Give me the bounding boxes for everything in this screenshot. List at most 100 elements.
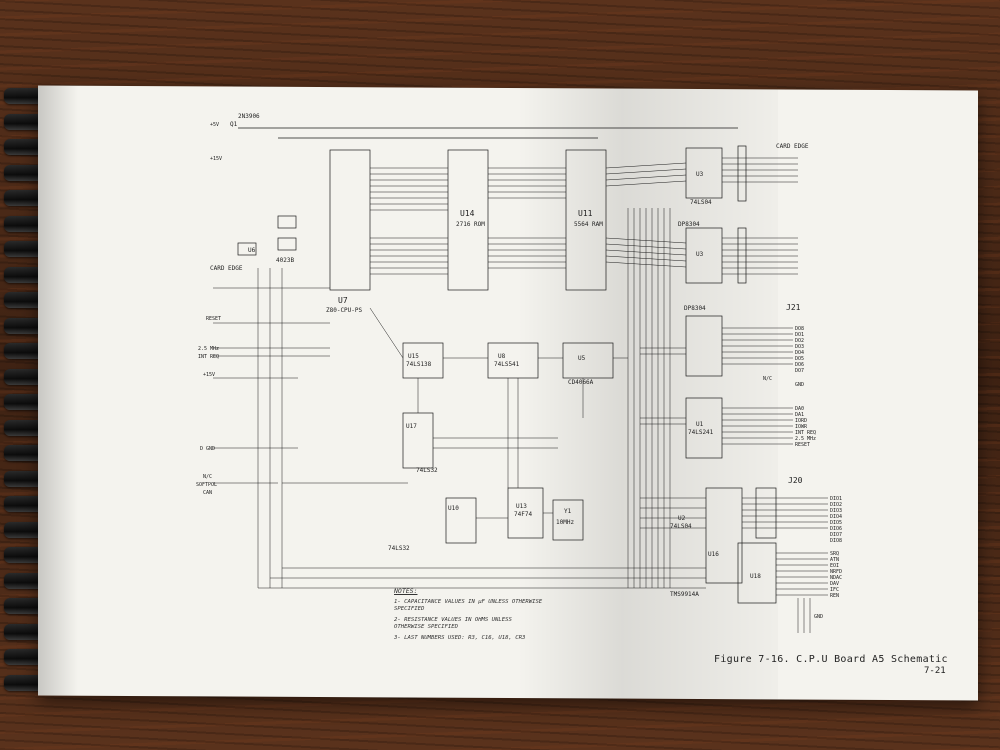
j20-lower-pin: ATN bbox=[830, 557, 839, 563]
j20-lower-pin: GND bbox=[814, 614, 823, 620]
rom-ref-label: U14 bbox=[460, 209, 475, 218]
u13-part-label: 74F74 bbox=[514, 511, 532, 518]
j20-pin: DIO5 bbox=[830, 520, 842, 526]
spiral-ring bbox=[4, 674, 48, 691]
u2-part-label: 74LS04 bbox=[670, 523, 692, 530]
notes-title: NOTES: bbox=[394, 587, 418, 595]
page-number: 7-21 bbox=[924, 666, 946, 676]
spiral-ring bbox=[4, 292, 48, 308]
j21-lower-pin: IOWR bbox=[795, 424, 808, 430]
cpu-u7-body bbox=[329, 149, 371, 291]
y1-ref-label: Y1 bbox=[564, 508, 572, 515]
spiral-ring bbox=[4, 317, 48, 334]
y1-part-label: 10MHz bbox=[556, 519, 574, 526]
spiral-ring bbox=[4, 343, 48, 359]
note-item: 2- RESISTANCE VALUES IN OHMS UNLESS OTHE… bbox=[394, 617, 512, 630]
u5-ref-label: U5 bbox=[578, 355, 586, 362]
spiral-ring bbox=[4, 190, 48, 206]
sig-left-7: N/C bbox=[203, 474, 212, 480]
spiral-ring bbox=[4, 496, 48, 512]
j20-lower-pin: IFC bbox=[830, 587, 839, 593]
u3a-ref-label: U3 bbox=[696, 171, 704, 178]
u10-ref-label: U10 bbox=[448, 505, 459, 512]
j20-label: J20 bbox=[788, 476, 803, 485]
q1-ref-label: Q1 bbox=[230, 121, 238, 128]
sig-left-3: 2.5 MHz bbox=[198, 346, 219, 352]
j21-lower-pin: INT REQ bbox=[795, 430, 816, 436]
u16-ref-label: U16 bbox=[708, 551, 719, 558]
u3b-ref-label: U3 bbox=[696, 251, 704, 258]
u6-ref-label: U6 bbox=[248, 247, 256, 254]
j20-pin: DIO1 bbox=[830, 496, 842, 502]
j21-pin: GND bbox=[795, 382, 804, 388]
spiral-ring bbox=[4, 521, 48, 538]
card-edge-right-label: CARD EDGE bbox=[776, 143, 809, 150]
rom-u14-body bbox=[447, 149, 489, 291]
spiral-ring bbox=[4, 598, 48, 614]
ram-part-label: 5564 RAM bbox=[574, 221, 603, 228]
j21-pin: DO4 bbox=[795, 350, 804, 356]
spiral-ring bbox=[4, 623, 48, 640]
u15-ref-label: U15 bbox=[408, 353, 419, 360]
j21-pin: N/C bbox=[763, 376, 772, 382]
ram-u11-body bbox=[565, 149, 607, 291]
u18-ref-label: U18 bbox=[750, 573, 761, 580]
spiral-ring bbox=[4, 139, 48, 155]
u1-ref-label: U1 bbox=[696, 421, 704, 428]
j20-lower-pin: EOI bbox=[830, 563, 839, 569]
figure-caption: Figure 7-16. C.P.U Board A5 Schematic bbox=[714, 654, 948, 665]
spiral-ring bbox=[4, 649, 48, 665]
sig-left-6: D GND bbox=[200, 446, 215, 452]
j20-lower-pin: NRFD bbox=[830, 569, 842, 575]
j21-lower-pin: 2.5 MHz bbox=[795, 436, 816, 442]
u1-part-label: 74LS241 bbox=[688, 429, 714, 436]
u10-part-label: 74LS32 bbox=[388, 545, 410, 552]
spiral-ring bbox=[4, 88, 48, 104]
cpu-ref-label: U7 bbox=[338, 296, 348, 305]
u3a-part-label: 74LS04 bbox=[690, 199, 712, 206]
sig-left-9: CAN bbox=[203, 490, 212, 496]
u5-part-label: CD4066A bbox=[568, 379, 594, 386]
spiral-ring bbox=[4, 547, 48, 563]
sig-left-4: INT REQ bbox=[198, 354, 219, 360]
u17-ref-label: U17 bbox=[406, 423, 417, 430]
schematic-diagram: U7 Z80-CPU-PS U14 2716 ROM U11 5564 RAM … bbox=[196, 113, 842, 633]
spiral-ring bbox=[4, 164, 48, 181]
sig-left-8: SOFTPOL bbox=[196, 482, 217, 488]
sig-left-1: +15V bbox=[210, 156, 222, 162]
j21-pin: DO1 bbox=[795, 332, 804, 338]
j20-lower-pin: DAV bbox=[830, 581, 839, 587]
j21-pin: DO8 bbox=[795, 326, 804, 332]
u8-part-label: 74LS541 bbox=[494, 361, 520, 368]
u4-ref-label: DP8304 bbox=[684, 305, 706, 312]
j20-pin: DIO2 bbox=[830, 502, 842, 508]
j21-label: J21 bbox=[786, 303, 801, 312]
j20-pin: DIO3 bbox=[830, 508, 842, 514]
spiral-ring bbox=[4, 445, 48, 461]
u2-ref-label: U2 bbox=[678, 515, 686, 522]
j20-pin: DIO7 bbox=[830, 532, 842, 538]
u3b-part-label: DP8304 bbox=[678, 221, 700, 228]
cpu-part-label: Z80-CPU-PS bbox=[326, 307, 363, 314]
j20-pin: DIO4 bbox=[830, 514, 842, 520]
rom-part-label: 2716 ROM bbox=[456, 221, 485, 228]
j21-lower-pin: DA0 bbox=[795, 406, 804, 412]
spiral-binding bbox=[0, 88, 60, 708]
card-edge-left-label: CARD EDGE bbox=[210, 265, 243, 272]
spiral-ring bbox=[4, 113, 48, 130]
u15-part-label: 74LS138 bbox=[406, 361, 432, 368]
spiral-ring bbox=[4, 394, 48, 410]
j20-pin: DIO6 bbox=[830, 526, 842, 532]
u8-ref-label: U8 bbox=[498, 353, 506, 360]
sig-left-0: +5V bbox=[210, 122, 219, 128]
spiral-ring bbox=[4, 241, 48, 257]
u16-part-label: TMS9914A bbox=[670, 591, 699, 598]
q1-part-label: 2N3906 bbox=[238, 113, 260, 120]
j21-pin: DO3 bbox=[795, 344, 804, 350]
schematic-notes: NOTES: 1- CAPACITANCE VALUES IN μF UNLES… bbox=[394, 588, 544, 646]
u13-ref-label: U13 bbox=[516, 503, 527, 510]
j20-lower-pin: REN bbox=[830, 593, 839, 599]
spiral-ring bbox=[4, 572, 48, 589]
sig-left-2: RESET bbox=[206, 316, 221, 322]
u6-part-label: 4023B bbox=[276, 257, 294, 264]
